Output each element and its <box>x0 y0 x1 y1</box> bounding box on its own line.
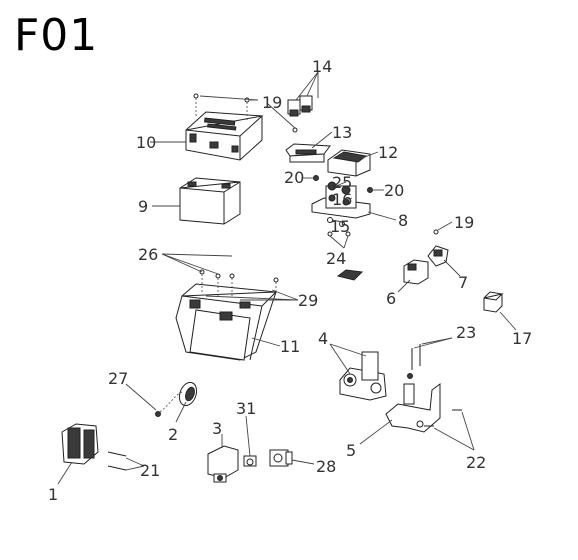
part-4-assembly <box>339 351 387 401</box>
part-17-block <box>483 291 504 313</box>
callout-2: 2 <box>168 425 178 444</box>
callout-23: 23 <box>456 323 476 342</box>
part-2-grommet <box>178 381 198 407</box>
callout-28: 28 <box>316 457 336 476</box>
callout-20-left: 20 <box>284 168 304 187</box>
callout-26: 26 <box>138 245 158 264</box>
callout-29: 29 <box>298 291 318 310</box>
callout-16: 16 <box>332 190 352 209</box>
part-11-tray <box>175 283 278 361</box>
part-28-plug <box>269 449 293 467</box>
part-7-clip <box>427 245 449 267</box>
callout-19-right: 19 <box>454 213 474 232</box>
callout-24: 24 <box>326 249 346 268</box>
callout-12: 12 <box>378 143 398 162</box>
part-6-relay <box>403 259 429 285</box>
part-12-module <box>327 149 371 177</box>
callout-8: 8 <box>398 211 408 230</box>
callout-17: 17 <box>512 329 532 348</box>
callout-19-top: 19 <box>262 93 282 112</box>
callout-20-right: 20 <box>384 181 404 200</box>
callout-5: 5 <box>346 441 356 460</box>
part-14-connectors <box>287 95 313 117</box>
part-1-module <box>61 423 99 465</box>
part-9-battery <box>179 177 241 225</box>
callout-14: 14 <box>312 57 332 76</box>
callout-1: 1 <box>48 485 58 504</box>
page-title: F01 <box>14 10 99 61</box>
callout-3: 3 <box>212 419 222 438</box>
callout-7: 7 <box>458 273 468 292</box>
callout-31: 31 <box>236 399 256 418</box>
part-31-bolt <box>243 455 257 467</box>
callout-22: 22 <box>466 453 486 472</box>
callout-21: 21 <box>140 461 160 480</box>
pad <box>336 269 364 281</box>
part-3-sensor <box>207 445 239 483</box>
part-13-bracket <box>285 143 331 163</box>
callout-9: 9 <box>138 197 148 216</box>
callout-10: 10 <box>136 133 156 152</box>
callout-25: 25 <box>332 173 352 192</box>
callout-27: 27 <box>108 369 128 388</box>
part-8-bracket <box>311 181 371 219</box>
part-5-bracket <box>385 373 441 433</box>
callout-15: 15 <box>330 217 350 236</box>
callout-6: 6 <box>386 289 396 308</box>
callout-13: 13 <box>332 123 352 142</box>
callout-11: 11 <box>280 337 300 356</box>
callout-4: 4 <box>318 329 328 348</box>
part-10-cover <box>185 111 264 161</box>
